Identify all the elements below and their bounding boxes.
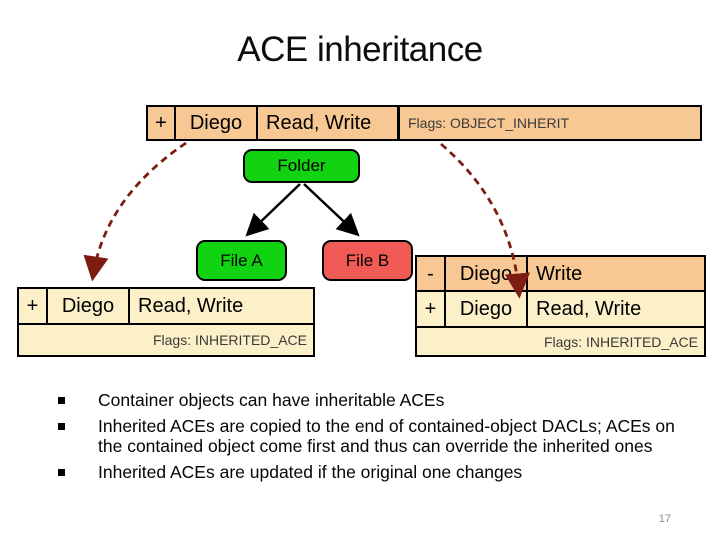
- list-item: Container objects can have inheritable A…: [50, 390, 700, 411]
- bullet-list: Container objects can have inheritable A…: [50, 390, 700, 488]
- ace-sign: +: [148, 107, 176, 139]
- ace-principal: Diego: [446, 292, 528, 326]
- acl-row-allow: + Diego Read, Write: [417, 292, 704, 328]
- ace-rights: Read, Write: [138, 295, 244, 317]
- file-a-acl-table: + Diego Read, Write Flags: INHERITED_ACE: [17, 287, 315, 357]
- ace-flags: Flags: OBJECT_INHERIT: [408, 115, 570, 131]
- file-b-acl-table: - Diego Write + Diego Read, Write Flags:…: [415, 255, 706, 357]
- bullet-text: Inherited ACEs are updated if the origin…: [98, 461, 523, 482]
- acl-flags: Flags: INHERITED_ACE: [152, 332, 307, 348]
- ace-rights: Read, Write: [258, 107, 400, 139]
- ace-principal: Diego: [446, 257, 528, 290]
- ace-principal: Diego: [48, 289, 130, 323]
- bullet-text: Container objects can have inheritable A…: [98, 390, 445, 410]
- page-title: ACE inheritance: [237, 30, 483, 69]
- bullet-text: Inherited ACEs are copied to the end of …: [98, 415, 675, 457]
- bullet-square-icon: [50, 462, 98, 483]
- acl-flags: Flags: INHERITED_ACE: [543, 333, 698, 350]
- ace-principal: Diego: [176, 107, 258, 139]
- acl-row: + Diego Read, Write: [19, 289, 313, 325]
- ace-rights: Read, Write: [536, 298, 642, 320]
- list-item: Inherited ACEs are copied to the end of …: [50, 416, 700, 457]
- ace-sign: -: [417, 257, 446, 290]
- acl-row-deny: - Diego Write: [417, 257, 704, 292]
- ace-sign: +: [19, 289, 48, 323]
- file-a-node: File A: [196, 240, 287, 281]
- tree-edge-arrows: [245, 183, 360, 237]
- folder-node: Folder: [243, 149, 360, 183]
- ace-sign: +: [417, 292, 446, 326]
- ace-rights: Write: [536, 262, 583, 285]
- page-number: 17: [658, 513, 671, 525]
- folder-ace-row: + Diego Read, Write Flags: OBJECT_INHERI…: [146, 105, 702, 141]
- file-b-node: File B: [322, 240, 413, 281]
- bullet-square-icon: [50, 416, 98, 457]
- list-item: Inherited ACEs are updated if the origin…: [50, 462, 700, 483]
- bullet-square-icon: [50, 390, 98, 411]
